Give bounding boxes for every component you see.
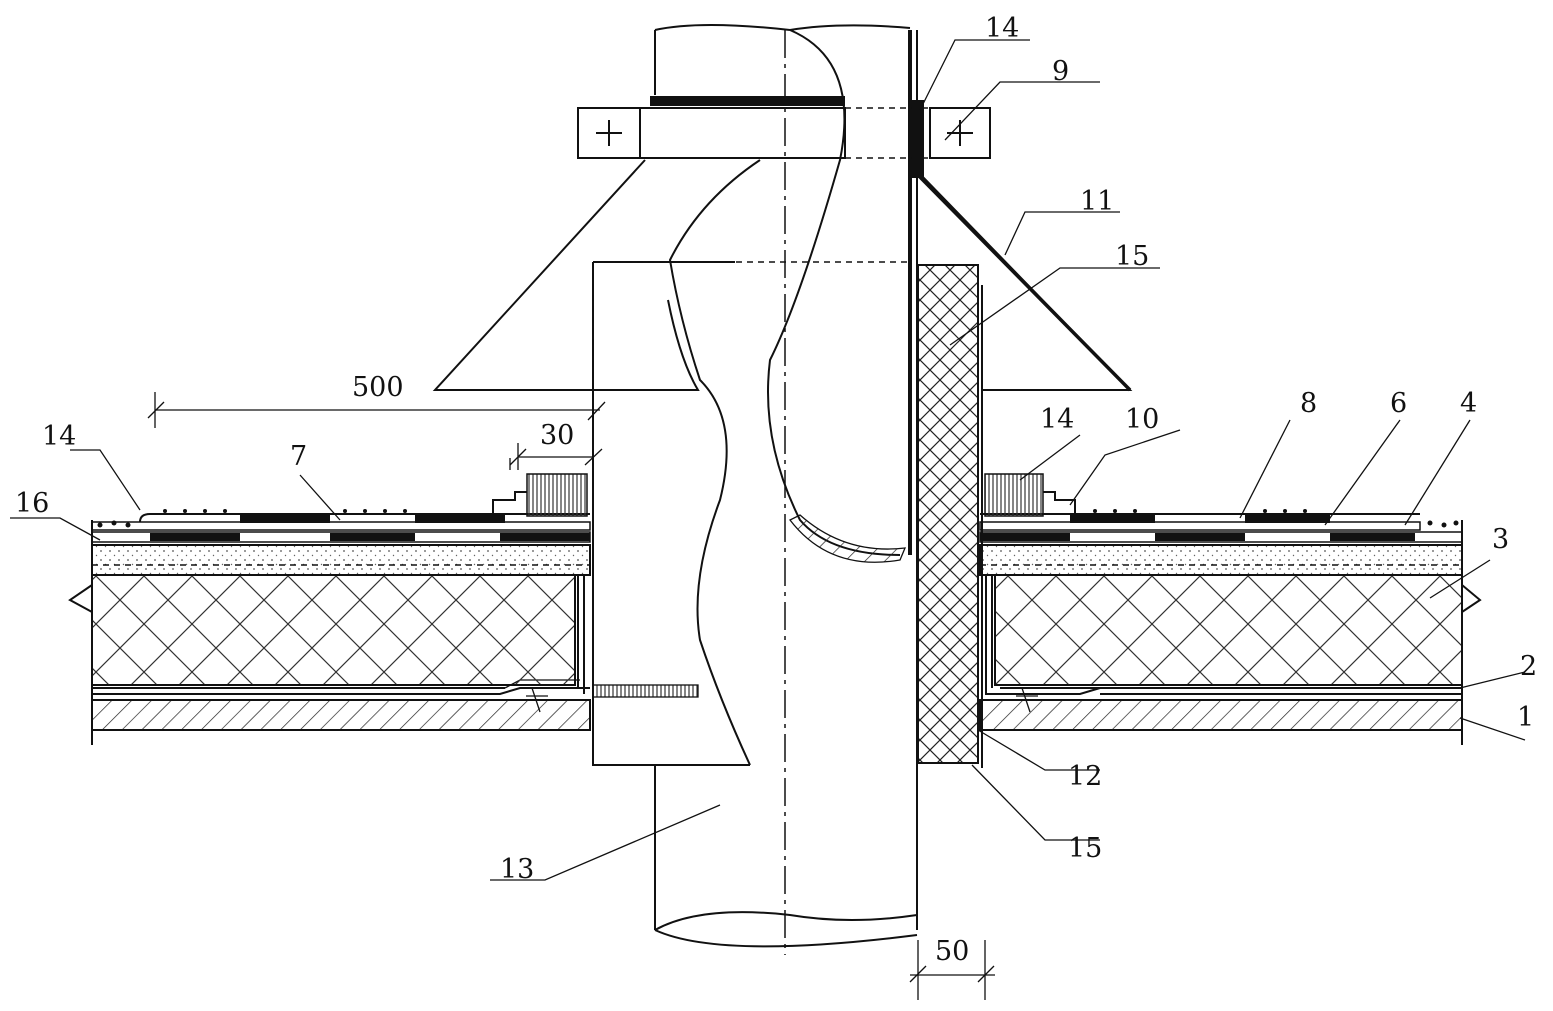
dimension-500: 500	[352, 372, 404, 403]
callout-labels: 1 2 3 4 6 7 8 9 10 11 12 13 14 14 14 15 …	[15, 13, 1537, 885]
dimension-lines	[147, 392, 995, 1000]
dimension-30: 30	[540, 420, 574, 451]
callout-12: 12	[1068, 761, 1102, 792]
callout-4: 4	[1460, 388, 1477, 419]
callout-16: 16	[15, 488, 49, 519]
callout-11: 11	[1080, 186, 1114, 217]
callout-14-top: 14	[985, 13, 1019, 44]
callout-6: 6	[1390, 388, 1407, 419]
callout-15-top: 15	[1115, 241, 1149, 272]
callout-8: 8	[1300, 388, 1317, 419]
left-roof-layers	[68, 509, 591, 745]
callout-13: 13	[500, 854, 534, 885]
leader-lines	[10, 39, 1526, 881]
callout-1: 1	[1517, 702, 1534, 733]
right-roof-layers	[979, 509, 1482, 745]
callout-14-left: 14	[42, 421, 76, 452]
callout-2: 2	[1520, 651, 1537, 682]
callout-3: 3	[1492, 524, 1509, 555]
dimension-labels: 500 30 50	[352, 372, 969, 967]
callout-10: 10	[1125, 404, 1159, 435]
callout-15-bottom: 15	[1068, 833, 1102, 864]
callout-7: 7	[290, 441, 307, 472]
dimension-50: 50	[935, 936, 969, 967]
callout-14-right: 14	[1040, 404, 1074, 435]
callout-9: 9	[1052, 56, 1069, 87]
sleeve-and-pipe	[432, 24, 1133, 955]
